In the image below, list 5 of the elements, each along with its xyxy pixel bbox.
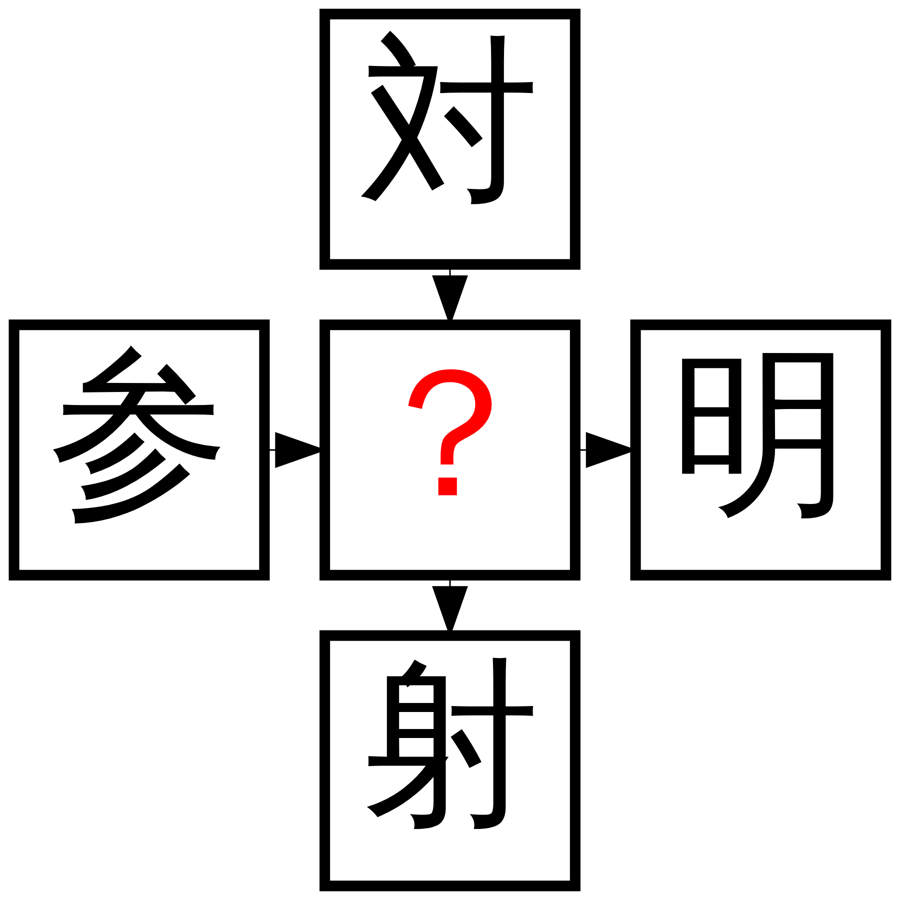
node-box: 射: [320, 630, 580, 892]
node-box: 明: [630, 320, 892, 580]
node-box: 対: [320, 8, 580, 270]
node-box: ？: [320, 320, 580, 580]
node-box: 参: [8, 320, 270, 580]
